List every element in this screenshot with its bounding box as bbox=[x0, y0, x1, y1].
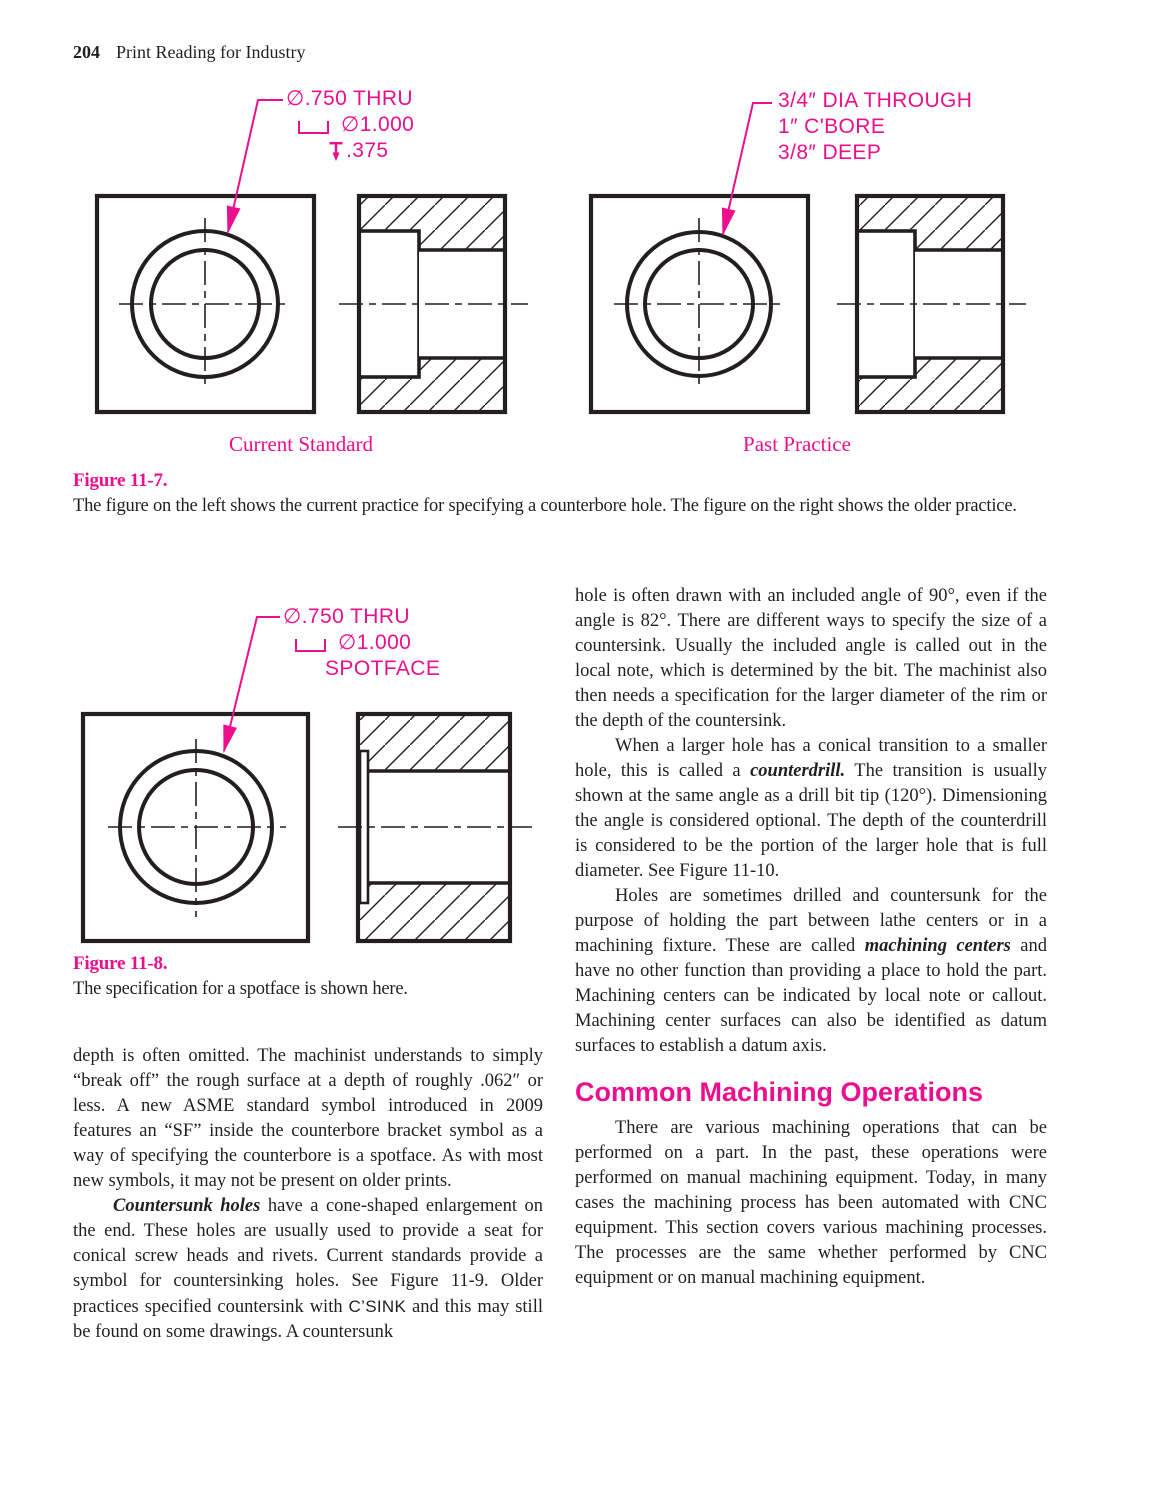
fig7-label-past-practice: Past Practice bbox=[743, 432, 851, 456]
body-paragraph: depth is often omitted. The machinist un… bbox=[73, 1046, 543, 1191]
page-header: 204 Print Reading for Industry bbox=[73, 42, 305, 63]
body-paragraph: There are various machining operations t… bbox=[575, 1118, 1047, 1288]
fig8-callout-line1: ∅.750 THRU bbox=[283, 605, 410, 628]
fig7-label-current-standard: Current Standard bbox=[228, 432, 374, 456]
section-heading: Common Machining Operations bbox=[575, 1077, 984, 1107]
figure-11-8-drawing bbox=[80, 616, 532, 944]
fig8-callout-line3: SPOTFACE bbox=[325, 657, 441, 680]
fig8-front-view bbox=[80, 711, 311, 944]
fig7-left-callout-line2: ∅1.000 bbox=[298, 112, 414, 138]
fig7-right-callout: 3/4″ DIA THROUGH 1″ C'BORE 3/8″ DEEP bbox=[778, 88, 972, 166]
fig7-caption-title: Figure 11-7. bbox=[73, 470, 168, 491]
fig7-right-leader-arrow bbox=[721, 102, 772, 237]
fig8-callout: ∅.750 THRU ∅1.000 SPOTFACE bbox=[283, 604, 440, 682]
fig7-right-callout-line2: 1″ C'BORE bbox=[778, 115, 886, 138]
header-title: Print Reading for Industry bbox=[116, 42, 306, 62]
fig7-right-callout-line1: 3/4″ DIA THROUGH bbox=[778, 89, 973, 112]
left-column: depth is often omitted. The machinist un… bbox=[73, 1044, 543, 1345]
counterbore-icon bbox=[298, 120, 329, 134]
fig7-caption: Figure 11-7. The figure on the left show… bbox=[73, 470, 1073, 519]
fig7-past-front-view bbox=[588, 193, 811, 415]
body-paragraph: hole is often drawn with an included ang… bbox=[575, 586, 1047, 731]
fig8-caption-body: The specification for a spotface is show… bbox=[73, 979, 408, 999]
page-number: 204 bbox=[73, 42, 100, 62]
fig7-left-callout: ∅.750 THRU ∅1.000 .375 bbox=[286, 86, 414, 164]
fig7-caption-body: The figure on the left shows the current… bbox=[73, 496, 1017, 516]
fig8-caption: Figure 11-8. The specification for a spo… bbox=[73, 953, 553, 1002]
fig7-left-leader-arrow bbox=[226, 99, 283, 235]
body-paragraph: Holes are sometimes drilled and counters… bbox=[575, 886, 1047, 1056]
fig7-left-callout-line3: .375 bbox=[328, 138, 414, 164]
fig7-past-section-view bbox=[837, 193, 1026, 415]
depth-icon bbox=[329, 141, 343, 161]
fig7-current-section-view bbox=[339, 193, 528, 415]
body-paragraph: When a larger hole has a conical transit… bbox=[575, 736, 1048, 881]
fig7-right-callout-line3: 3/8″ DEEP bbox=[778, 141, 882, 164]
fig8-leader-arrow bbox=[223, 616, 280, 754]
fig8-callout-line2: ∅1.000 bbox=[295, 630, 440, 656]
fig7-left-callout-line1: ∅.750 THRU bbox=[286, 87, 413, 110]
fig8-section-view bbox=[338, 711, 532, 944]
fig7-current-front-view bbox=[94, 193, 317, 415]
body-paragraph: Countersunk holes have a cone-shaped enl… bbox=[73, 1196, 543, 1342]
right-column: hole is often drawn with an included ang… bbox=[575, 584, 1047, 1291]
figure-11-7-drawing bbox=[94, 99, 1026, 415]
fig8-caption-title: Figure 11-8. bbox=[73, 953, 168, 974]
counterbore-icon bbox=[295, 638, 326, 652]
